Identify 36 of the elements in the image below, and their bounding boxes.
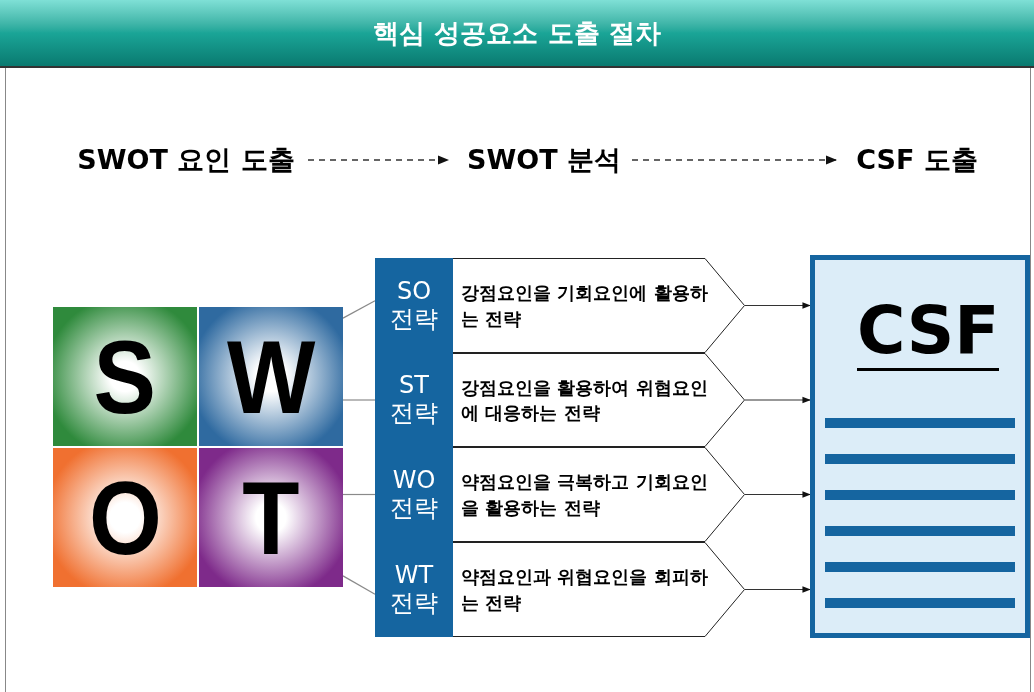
strategy-description: 약점요인과 위협요인을 회피하는 전략 — [461, 565, 709, 615]
swot-letter: O — [88, 465, 162, 570]
strategy-arrow-box — [375, 542, 745, 637]
swot-tile — [199, 307, 343, 446]
strategy-label: WT 전략 — [389, 561, 439, 618]
strategy-label: SO 전략 — [389, 277, 439, 334]
connector-line — [342, 493, 376, 496]
csf-heading: CSF — [857, 298, 1000, 371]
strategy-arrow-box — [375, 447, 745, 542]
swot-tile — [199, 448, 343, 587]
dashed-arrow — [307, 155, 450, 165]
swot-letter: W — [226, 324, 316, 429]
connector-line — [342, 575, 376, 595]
strategy-description: 강점요인을 기회요인에 활용하는 전략 — [461, 281, 709, 331]
title: 핵심 성공요소 도출 절차 — [373, 16, 661, 50]
step-label: SWOT 분석 — [467, 142, 621, 177]
step-label: SWOT 요인 도출 — [77, 142, 295, 177]
strategy-description: 강점요인을 활용하여 위협요인에 대응하는 전략 — [461, 375, 709, 425]
strategy-label: WO 전략 — [389, 466, 439, 523]
arrow — [744, 302, 811, 309]
strategy-description: 약점요인을 극복하고 기회요인을 활용하는 전략 — [461, 470, 709, 520]
csf-document — [810, 255, 1030, 638]
swot-tile — [53, 307, 197, 446]
strategy-label: ST 전략 — [389, 372, 439, 428]
dashed-arrow — [631, 155, 838, 165]
arrow — [744, 396, 811, 404]
strategy-arrow-box — [375, 353, 745, 447]
arrow — [744, 491, 811, 498]
connector-line — [342, 399, 376, 401]
swot-tile — [53, 448, 197, 587]
arrow — [744, 586, 811, 593]
strategy-arrow-box — [375, 258, 745, 353]
connector-line — [342, 300, 376, 319]
swot-letter: S — [93, 324, 157, 429]
step-label: CSF 도출 — [856, 142, 978, 177]
swot-letter: T — [242, 465, 300, 570]
